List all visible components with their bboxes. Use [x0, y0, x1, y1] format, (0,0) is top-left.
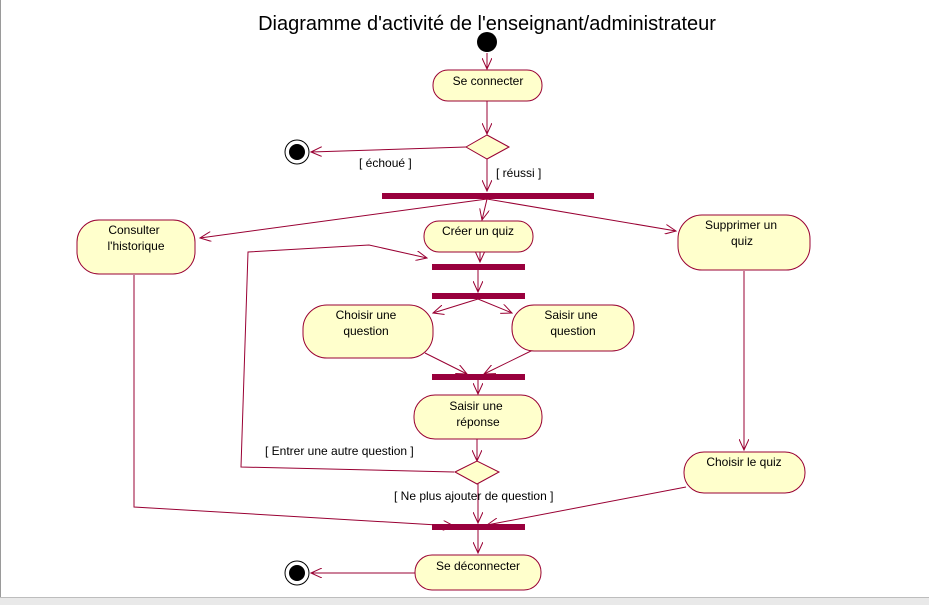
- activity-supprimer-quiz: Supprimer un quiz: [677, 214, 811, 271]
- activity-se-connecter: Se connecter: [432, 69, 543, 102]
- initial-node: [477, 32, 497, 52]
- join-bar-question: [432, 374, 525, 380]
- window-left-edge: [0, 0, 1, 604]
- fork-bar-question: [432, 293, 525, 299]
- activity-choisir-quiz: Choisir le quiz: [683, 451, 806, 494]
- decision-login: [464, 134, 511, 160]
- svg-text:question: question: [550, 324, 595, 338]
- svg-text:Supprimer un: Supprimer un: [705, 218, 777, 232]
- svg-text:réponse: réponse: [456, 415, 500, 429]
- fork-bar-main: [382, 193, 594, 199]
- svg-text:Créer un quiz: Créer un quiz: [442, 224, 514, 238]
- guard-ne-plus-ajouter: [ Ne plus ajouter de question ]: [394, 489, 553, 503]
- edge-fork-to-history: [200, 198, 488, 238]
- edge-fork2-to-choose: [433, 298, 479, 313]
- svg-text:Saisir une: Saisir une: [544, 308, 598, 322]
- edge-decision-to-end: [311, 146, 467, 152]
- activity-saisir-reponse: Saisir une réponse: [413, 394, 543, 440]
- guard-autre-question: [ Entrer une autre question ]: [265, 444, 414, 458]
- edge-enter-to-join2: [484, 349, 534, 374]
- svg-text:Consulter: Consulter: [108, 223, 159, 237]
- edge-loop-another-question: [240, 244, 455, 473]
- edge-history-to-final-join: [133, 275, 454, 526]
- edge-choose-to-join2: [424, 352, 467, 374]
- join-bar-final: [432, 524, 525, 530]
- edge-choosequiz-to-final-join: [487, 486, 687, 525]
- final-node-end: [284, 560, 310, 586]
- activity-consulter-historique: Consulter l'historique: [76, 219, 196, 275]
- svg-text:Saisir une: Saisir une: [449, 399, 503, 413]
- activity-se-deconnecter: Se déconnecter: [414, 554, 542, 591]
- svg-text:Choisir le quiz: Choisir le quiz: [706, 455, 781, 469]
- edge-fork-to-create: [482, 198, 487, 220]
- edge-fork-to-delete: [486, 198, 676, 231]
- decision-more-questions: [453, 460, 501, 485]
- window-bottom-strip: [0, 597, 929, 605]
- guard-echoue: [ échoué ]: [359, 156, 412, 170]
- final-node-failed: [284, 139, 310, 165]
- activity-creer-quiz: Créer un quiz: [423, 220, 534, 253]
- svg-text:Se déconnecter: Se déconnecter: [436, 559, 520, 573]
- svg-text:question: question: [343, 324, 388, 338]
- activity-choisir-question: Choisir une question: [302, 304, 434, 359]
- diagram-title: Diagramme d'activité de l'enseignant/adm…: [258, 13, 716, 35]
- edge-fork2-to-enter: [477, 298, 512, 313]
- svg-text:l'historique: l'historique: [108, 239, 165, 253]
- svg-text:Choisir une: Choisir une: [336, 308, 397, 322]
- join-bar-quiz: [432, 264, 525, 270]
- guard-reussi: [ réussi ]: [496, 166, 541, 180]
- svg-text:quiz: quiz: [731, 234, 753, 248]
- svg-text:Se connecter: Se connecter: [453, 74, 524, 88]
- activity-saisir-question: Saisir une question: [511, 304, 635, 352]
